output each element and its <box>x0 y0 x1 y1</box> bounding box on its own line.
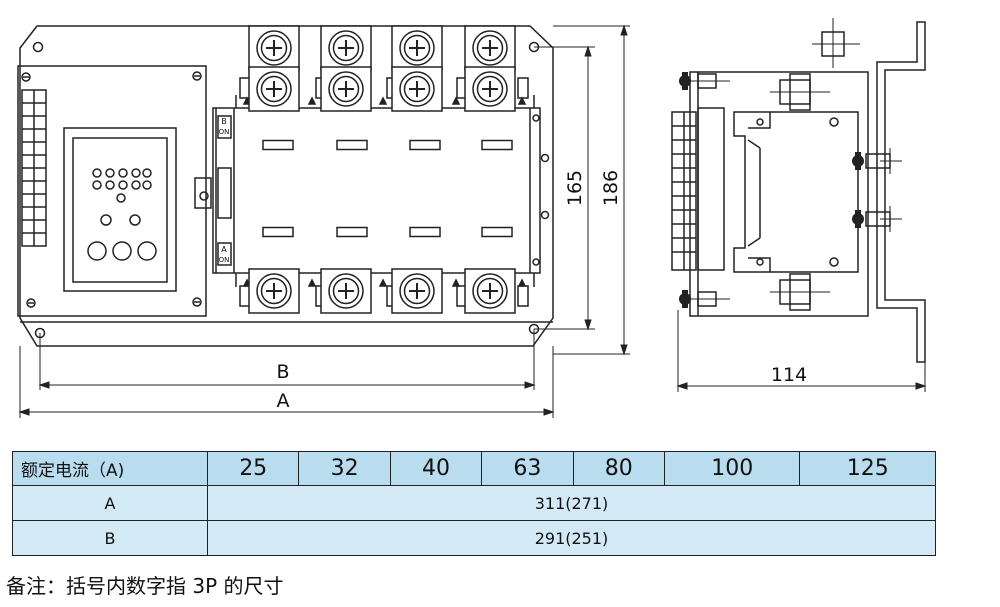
row-label: A <box>12 485 208 521</box>
mounting-bracket <box>876 21 926 363</box>
dimension-165-label: 165 <box>564 170 586 206</box>
control-button <box>87 241 107 261</box>
controller-face <box>63 127 177 292</box>
terminal-row-bottom <box>248 268 516 314</box>
current-cell: 100 <box>663 451 801 486</box>
dimension-drawing: B ON A ON B A 165 186 <box>17 18 927 418</box>
row-value: 311(271) <box>207 485 936 521</box>
table-header-row: 额定电流（A) 25 32 40 63 80 100 125 <box>12 451 936 486</box>
dimension-b-label: B <box>276 361 289 383</box>
current-cell: 63 <box>481 451 574 486</box>
indicator-leds <box>92 168 152 203</box>
table-row: A 311(271) <box>12 485 936 521</box>
switch-body <box>212 107 541 274</box>
base-plate <box>19 25 554 347</box>
current-cell: 25 <box>206 451 300 486</box>
controller-panel <box>17 65 207 317</box>
dimension-114-label: 114 <box>771 364 807 386</box>
dimension-a-label: A <box>277 390 290 412</box>
switch-a-on-label: ON <box>219 256 230 264</box>
current-cell: 32 <box>298 451 391 486</box>
current-cell: 80 <box>572 451 665 486</box>
switch-b-on-label: ON <box>219 128 230 136</box>
control-button <box>112 241 132 261</box>
dimension-lines-front <box>18 24 630 418</box>
switch-b-label: B <box>221 117 227 126</box>
current-cell: 125 <box>799 451 936 486</box>
footnote: 备注：括号内数字指 3P 的尺寸 <box>6 574 284 598</box>
current-cell: 40 <box>389 451 483 486</box>
mount-hole <box>32 41 44 53</box>
switch-a-label: A <box>221 245 227 254</box>
terminal-row-top-outer <box>248 25 516 71</box>
side-view <box>671 18 926 363</box>
terminal-strip <box>21 89 47 247</box>
spec-table: 额定电流（A) 25 32 40 63 80 100 125 A 311(271… <box>12 451 936 556</box>
control-button <box>137 241 157 261</box>
row-label: B <box>12 520 208 556</box>
dimension-lines-side <box>676 310 927 392</box>
manual-handle <box>194 177 212 209</box>
row-value: 291(251) <box>207 520 936 556</box>
rated-current-header: 额定电流（A) <box>12 451 208 486</box>
dimension-186-label: 186 <box>600 170 622 206</box>
table-row: B 291(251) <box>12 520 936 556</box>
